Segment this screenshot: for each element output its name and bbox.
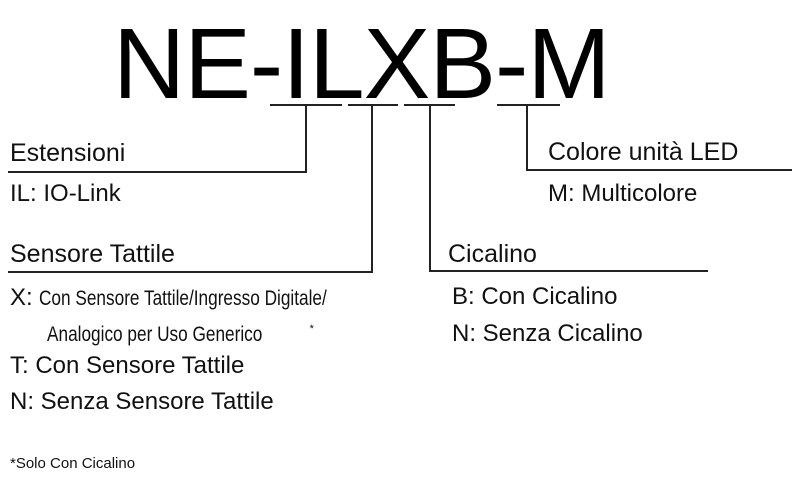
leader-estensioni xyxy=(8,105,307,173)
cicalino-item-b: B: Con Cicalino xyxy=(452,283,618,310)
colore-title: Colore unità LED xyxy=(548,138,739,166)
footnote: *Solo Con Cicalino xyxy=(10,455,136,472)
sensore-item-x-cont: Analogico per Uso Generico * xyxy=(47,315,314,349)
leader-colore xyxy=(526,105,792,171)
estensioni-item-il: IL: IO-Link xyxy=(10,180,121,207)
sensore-x-line1: Con Sensore Tattile/Ingresso Digitale/ xyxy=(39,287,328,310)
sensore-x-prefix: X: xyxy=(10,284,33,311)
sensore-item-n: N: Senza Sensore Tattile xyxy=(10,388,274,415)
estensioni-title: Estensioni xyxy=(10,139,126,167)
sensore-x-line2: Analogico per Uso Generico xyxy=(47,323,263,346)
colore-item-m: M: Multicolore xyxy=(548,180,698,207)
sensore-title: Sensore Tattile xyxy=(10,240,175,268)
sensore-item-x: X: Con Sensore Tattile/Ingresso Digitale… xyxy=(10,284,390,313)
sensore-x-footnote-mark: * xyxy=(309,323,314,335)
cicalino-item-n: N: Senza Cicalino xyxy=(452,320,643,347)
cicalino-title: Cicalino xyxy=(448,240,537,268)
model-code: NE-ILXB-M xyxy=(113,8,611,120)
leader-sensore xyxy=(8,105,373,273)
leader-cicalino xyxy=(429,105,708,272)
sensore-item-t: T: Con Sensore Tattile xyxy=(10,352,245,379)
